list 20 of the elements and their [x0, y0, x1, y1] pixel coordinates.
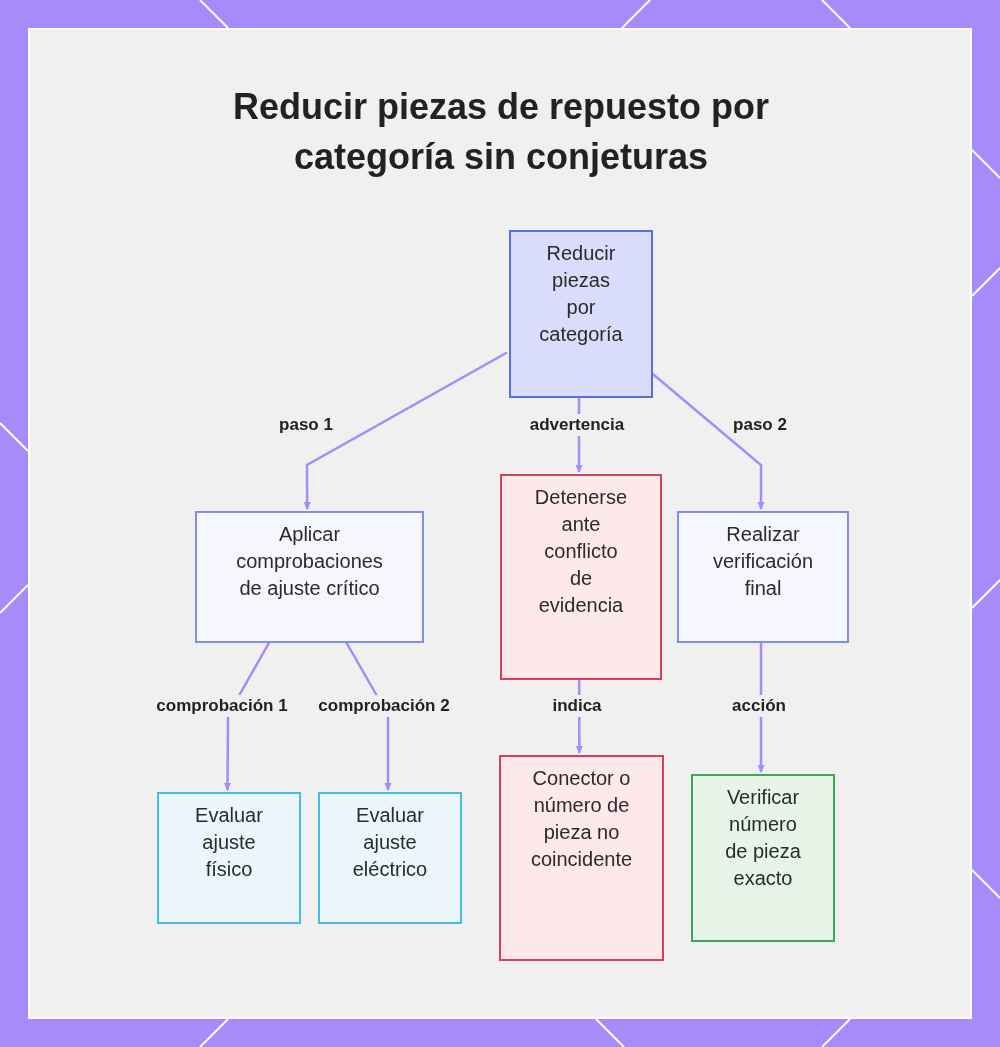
process-box	[677, 511, 849, 643]
node-text: Evaluar ajuste físico	[194, 803, 264, 882]
process-box	[195, 511, 424, 643]
process-box	[499, 755, 664, 961]
process-box	[500, 474, 662, 680]
node-text: Evaluar ajuste eléctrico	[351, 803, 429, 882]
node-text: Reducir piezas por categoría	[538, 241, 624, 347]
process-box	[691, 774, 835, 942]
node-text: Realizar verificación final	[711, 522, 814, 601]
process-box	[157, 792, 301, 924]
node-text: Verificar número de pieza exacto	[724, 785, 802, 891]
node-text: Conector o número de pieza no coincidente	[529, 766, 634, 872]
process-box	[318, 792, 462, 924]
process-box	[509, 230, 653, 398]
diagram-title: Reducir piezas de repuesto por categoría sin conjeturas	[231, 85, 771, 179]
arrow	[303, 351, 508, 510]
edge-label: comprobación 1	[153, 695, 291, 717]
edge-label: comprobación 2	[315, 695, 453, 717]
node-text: Detenerse ante conflicto de evidencia	[533, 485, 629, 618]
node-text: Aplicar comprobaciones de ajuste crítico	[235, 522, 384, 601]
